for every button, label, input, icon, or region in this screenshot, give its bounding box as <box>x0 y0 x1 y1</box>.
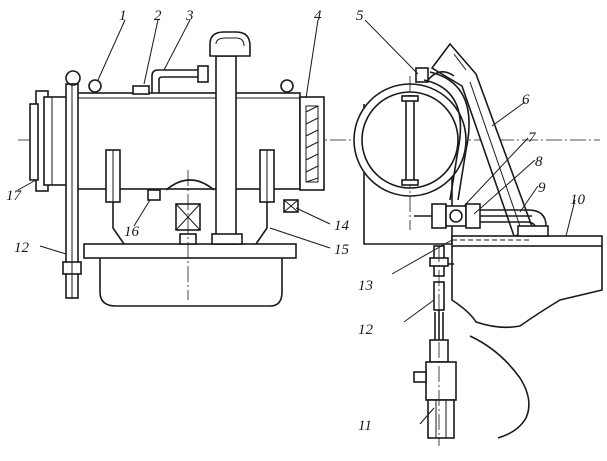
valve-7 <box>431 203 447 229</box>
callout-15: 15 <box>334 242 350 258</box>
top-fitting <box>415 67 429 83</box>
callout-1: 1 <box>119 8 127 24</box>
callout-16: 16 <box>124 224 140 240</box>
support-pedestal <box>99 258 283 307</box>
callout-17: 17 <box>6 188 23 204</box>
callout-labels: 1 2 3 4 5 6 7 8 9 10 11 12 12 13 14 15 1… <box>6 8 586 434</box>
lifting-eye-2 <box>88 79 102 93</box>
callout-12-left: 12 <box>14 240 30 256</box>
callout-3: 3 <box>185 8 194 24</box>
wall-outline <box>469 335 530 439</box>
callout-6: 6 <box>522 92 530 108</box>
callout-5: 5 <box>356 8 364 24</box>
end-cover <box>299 96 325 191</box>
leader-lines <box>17 19 576 425</box>
internal-bar <box>405 95 415 185</box>
callout-2: 2 <box>154 8 162 24</box>
right-end-view <box>353 42 603 446</box>
drain-fitting <box>147 189 161 201</box>
saddle <box>165 179 215 191</box>
callout-14: 14 <box>334 218 350 234</box>
curved-pipe <box>423 79 462 201</box>
base-platform <box>83 243 297 259</box>
platform-support <box>451 246 603 329</box>
callout-12-right: 12 <box>358 322 374 338</box>
top-boss <box>132 85 150 95</box>
platform-10 <box>451 235 603 247</box>
callout-7: 7 <box>528 130 537 146</box>
callout-11: 11 <box>358 418 372 434</box>
pipe-elbow <box>209 31 251 57</box>
valve-8 <box>449 209 463 223</box>
vertical-pipe <box>215 55 237 245</box>
callout-13: 13 <box>358 278 373 294</box>
lifting-eye <box>65 70 81 86</box>
hydraulic-cylinder <box>425 361 457 401</box>
callout-9: 9 <box>538 180 546 196</box>
callout-4: 4 <box>314 8 322 24</box>
callout-8: 8 <box>535 154 543 170</box>
small-pipe <box>151 69 200 93</box>
lifting-eye-3 <box>280 79 294 93</box>
callout-10: 10 <box>570 192 586 208</box>
left-side-view <box>18 31 600 307</box>
